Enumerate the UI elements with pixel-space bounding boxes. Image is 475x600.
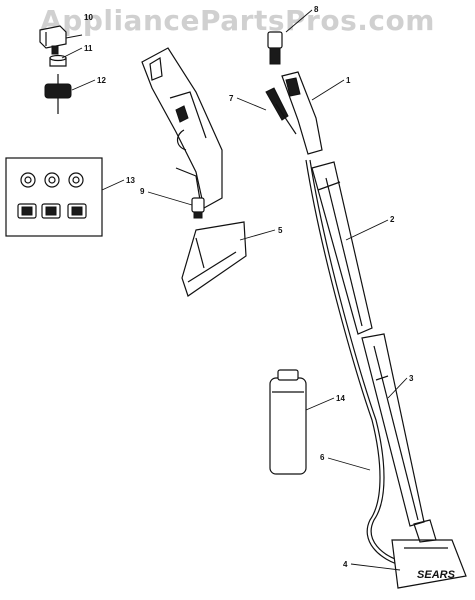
part-2-upper-wand[interactable] (311, 161, 373, 335)
part-4-floor-tool[interactable] (391, 519, 467, 589)
part-10-valve-cap[interactable] (39, 25, 67, 55)
callout-5: 5 (278, 226, 283, 235)
part-5-nozzle[interactable] (181, 221, 247, 297)
part-12-valve-stem[interactable] (44, 74, 72, 114)
handle-assembly[interactable] (141, 47, 223, 209)
part-11-fitting[interactable] (49, 54, 67, 67)
callout-2: 2 (390, 215, 395, 224)
part-13-hardware-kit[interactable] (5, 157, 103, 237)
callout-14: 14 (336, 394, 345, 403)
brand-label: SEARS (417, 569, 456, 581)
part-7-trigger[interactable] (265, 87, 297, 135)
callout-6: 6 (320, 453, 325, 462)
callout-12: 12 (97, 76, 106, 85)
callout-4: 4 (343, 560, 348, 569)
part-14-bottle[interactable] (269, 369, 307, 475)
callout-1: 1 (346, 76, 351, 85)
callout-3: 3 (409, 374, 414, 383)
callout-7: 7 (229, 94, 234, 103)
part-1-trigger-housing[interactable] (281, 71, 323, 155)
part-3-lower-wand[interactable] (361, 333, 425, 527)
part-6-hose[interactable] (305, 159, 405, 567)
callout-13: 13 (126, 176, 135, 185)
callout-9: 9 (140, 187, 145, 196)
callout-8: 8 (314, 5, 319, 14)
part-9-connector[interactable] (191, 197, 205, 219)
callout-10: 10 (84, 13, 93, 22)
callout-11: 11 (84, 44, 93, 53)
part-8-cap[interactable] (267, 31, 283, 65)
